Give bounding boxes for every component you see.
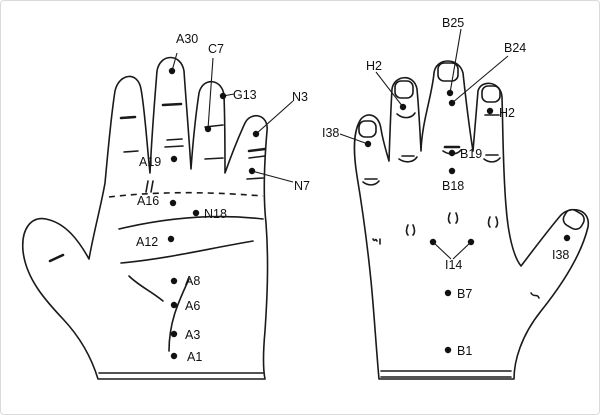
palm-outline xyxy=(21,56,269,380)
label-A19: A19 xyxy=(139,155,161,169)
heart-line xyxy=(118,215,264,230)
back-outline xyxy=(353,60,589,380)
point-N18 xyxy=(192,209,200,217)
crease xyxy=(150,180,154,193)
label-G13: G13 xyxy=(233,88,257,102)
label-I14: I14 xyxy=(445,258,462,272)
label-I38-left: I38 xyxy=(322,126,339,140)
label-H2-right: H2 xyxy=(499,106,515,120)
point-N3 xyxy=(252,130,260,138)
point-B24 xyxy=(448,99,456,107)
label-A16: A16 xyxy=(137,194,159,208)
leader-line xyxy=(449,28,462,94)
label-A1: A1 xyxy=(187,350,202,364)
point-H2-right xyxy=(486,107,494,115)
leader-line xyxy=(339,133,369,145)
point-A6 xyxy=(170,301,178,309)
crease xyxy=(247,147,267,153)
label-B19: B19 xyxy=(460,147,482,161)
label-A8: A8 xyxy=(185,274,200,288)
point-B19 xyxy=(448,149,456,157)
head-line xyxy=(120,240,254,264)
fingernail xyxy=(394,80,414,99)
thumb-crease xyxy=(48,253,65,263)
point-I14-left xyxy=(429,238,437,246)
crease xyxy=(145,180,149,193)
knuckle-mark xyxy=(405,224,416,236)
label-H2-left: H2 xyxy=(366,59,382,73)
knuckle-mark xyxy=(530,292,540,299)
label-A3: A3 xyxy=(185,328,200,342)
label-N7: N7 xyxy=(294,179,310,193)
leader-line xyxy=(452,241,472,260)
point-A16 xyxy=(169,199,177,207)
crease xyxy=(166,138,183,141)
label-N18: N18 xyxy=(204,207,227,221)
point-B7 xyxy=(444,289,452,297)
life-line xyxy=(168,278,190,352)
palm-hand xyxy=(21,56,269,380)
label-B18: B18 xyxy=(442,179,464,193)
knuckle-crease xyxy=(396,112,416,119)
point-B1 xyxy=(444,346,452,354)
leader-line xyxy=(255,100,294,135)
point-G13 xyxy=(219,92,227,100)
crease xyxy=(119,115,137,120)
fingernail xyxy=(562,208,585,231)
label-C7: C7 xyxy=(208,42,224,56)
point-A8 xyxy=(170,277,178,285)
crease xyxy=(246,177,264,180)
label-A12: A12 xyxy=(136,235,158,249)
point-A3 xyxy=(170,330,178,338)
label-B1: B1 xyxy=(457,344,472,358)
point-I38-right xyxy=(563,234,571,242)
fingernail xyxy=(481,85,501,103)
knuckle-mark xyxy=(372,238,381,245)
leader-line xyxy=(207,57,214,130)
palm-line xyxy=(128,275,164,302)
point-B25 xyxy=(446,89,454,97)
leader-line xyxy=(451,55,509,104)
point-A19 xyxy=(170,155,178,163)
label-N3: N3 xyxy=(292,90,308,104)
finger-base-line xyxy=(108,191,264,198)
knuckle-crease xyxy=(362,180,380,186)
knuckle-mark xyxy=(447,212,459,224)
label-B25: B25 xyxy=(442,16,464,30)
knuckle-crease xyxy=(398,156,418,163)
knuckle-mark xyxy=(487,216,499,228)
label-B24: B24 xyxy=(504,41,526,55)
leader-line xyxy=(251,170,294,183)
crease xyxy=(161,102,183,107)
label-A30: A30 xyxy=(176,32,198,46)
point-I38-left xyxy=(364,140,372,148)
crease xyxy=(204,157,224,160)
point-I14-right xyxy=(467,238,475,246)
point-C7 xyxy=(204,125,212,133)
crease xyxy=(123,150,139,153)
leader-line xyxy=(432,241,452,260)
label-I38-right: I38 xyxy=(552,248,569,262)
point-B18 xyxy=(448,167,456,175)
crease xyxy=(248,155,266,159)
point-A30 xyxy=(168,67,176,75)
leader-line xyxy=(375,71,404,108)
fingernail xyxy=(437,62,459,82)
point-A12 xyxy=(167,235,175,243)
point-H2-left xyxy=(399,103,407,111)
back-hand xyxy=(353,60,589,380)
crease xyxy=(164,145,184,148)
label-B7: B7 xyxy=(457,287,472,301)
point-N7 xyxy=(248,167,256,175)
point-A1 xyxy=(170,352,178,360)
fingernail xyxy=(358,120,377,138)
label-A6: A6 xyxy=(185,299,200,313)
knuckle-crease xyxy=(483,157,501,163)
